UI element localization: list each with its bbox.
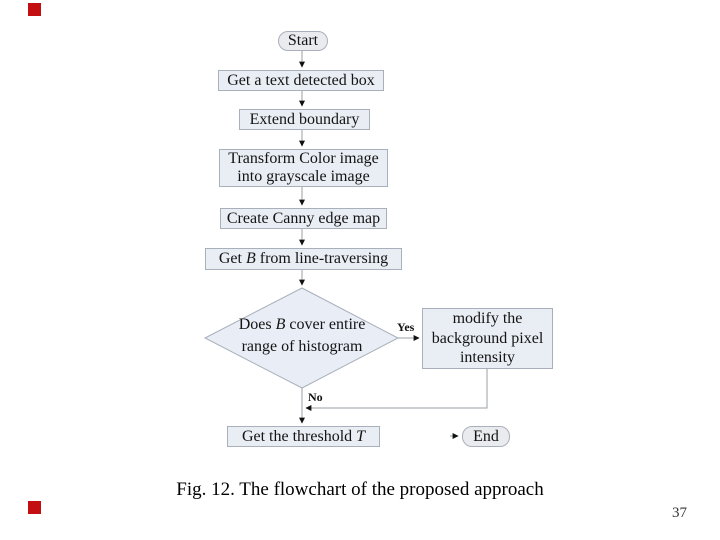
flowchart-node-transform-grayscale: Transform Color image into grayscale ima…	[219, 149, 388, 187]
node-label: End	[473, 427, 499, 445]
red-corner-accent-bottom	[28, 501, 41, 514]
flowchart-node-get-b: Get B from line-traversing	[205, 248, 402, 270]
flowchart-node-extend-boundary: Extend boundary	[239, 109, 370, 130]
node-label: Get the threshold T	[241, 427, 366, 445]
node-label-line1: Transform Color image	[228, 149, 379, 167]
flowchart-node-start: Start	[278, 31, 328, 51]
decision-line2: range of histogram	[241, 338, 363, 356]
decision-node-text: Does B cover entire range of histogram	[207, 314, 397, 359]
connector-modify-return	[305, 369, 488, 411]
node-label-line2: background pixel	[431, 329, 544, 347]
flowchart-node-get-text-box: Get a text detected box	[218, 70, 384, 91]
node-label: Get a text detected box	[227, 71, 375, 89]
branch-label-yes: Yes	[397, 320, 415, 334]
flowchart-node-end: End	[462, 426, 510, 447]
node-label: Extend boundary	[249, 110, 360, 128]
decision-line1: Does B cover entire	[238, 316, 366, 333]
variable-b: B	[245, 250, 256, 268]
variable-b: B	[275, 316, 286, 333]
branch-label-no: No	[308, 390, 323, 404]
page-number: 37	[672, 505, 687, 521]
flowchart-node-get-threshold: Get the threshold T	[227, 426, 380, 447]
red-corner-accent-top	[28, 3, 41, 16]
flowchart-node-modify-background: modify the background pixel intensity	[422, 308, 553, 369]
flowchart-node-canny-edge-map: Create Canny edge map	[220, 208, 387, 229]
variable-t: T	[356, 427, 366, 445]
node-label: Get B from line-traversing	[218, 250, 389, 268]
node-label-line2: into grayscale image	[237, 168, 370, 185]
node-label: Start	[287, 32, 319, 49]
figure-caption: Fig. 12. The flowchart of the proposed a…	[176, 479, 544, 500]
node-label-line3: intensity	[459, 349, 516, 367]
node-label: Create Canny edge map	[226, 209, 381, 227]
node-label-line1: modify the	[452, 310, 523, 328]
